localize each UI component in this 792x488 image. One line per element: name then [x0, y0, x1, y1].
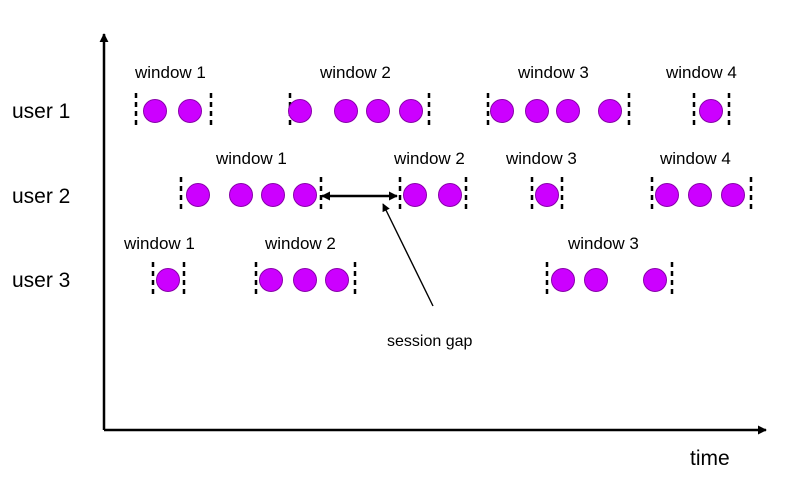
event-dot — [325, 268, 349, 292]
session-gap-label: session gap — [387, 333, 472, 350]
window-label-u3-w2: window 2 — [264, 234, 336, 253]
window-label-u2-w1: window 1 — [215, 149, 287, 168]
window-label-u3-w1: window 1 — [123, 234, 195, 253]
row-label-user-2: user 2 — [12, 185, 70, 208]
event-dot — [143, 99, 167, 123]
session-window-u1-w4 — [692, 93, 731, 129]
window-label-u2-w2: window 2 — [393, 149, 465, 168]
window-label-u1-w3: window 3 — [517, 63, 589, 82]
event-dot — [156, 268, 180, 292]
session-windows — [134, 93, 753, 298]
window-label-u2-w3: window 3 — [505, 149, 577, 168]
event-dot — [366, 99, 390, 123]
event-dot — [186, 183, 210, 207]
event-dot — [655, 183, 679, 207]
row-label-user-3: user 3 — [12, 269, 70, 292]
window-label-u3-w3: window 3 — [567, 234, 639, 253]
event-dot — [293, 268, 317, 292]
session-window-u2-w4 — [650, 177, 753, 213]
session-window-u1-w3 — [486, 93, 631, 129]
event-dot — [551, 268, 575, 292]
event-dot — [259, 268, 283, 292]
event-dot — [229, 183, 253, 207]
session-gap-pointer — [382, 203, 434, 307]
event-dot — [293, 183, 317, 207]
session-window-u2-w2 — [398, 177, 468, 213]
event-dot — [261, 183, 285, 207]
event-dot — [403, 183, 427, 207]
session-window-u3-w1 — [151, 262, 186, 298]
event-dot — [643, 268, 667, 292]
event-dot — [525, 99, 549, 123]
row-label-user-1: user 1 — [12, 100, 70, 123]
event-dot — [334, 99, 358, 123]
event-dot — [399, 99, 423, 123]
event-dot — [699, 99, 723, 123]
session-window-u2-w1 — [179, 177, 323, 213]
window-label-u1-w4: window 4 — [665, 63, 737, 82]
x-axis-label: time — [690, 447, 730, 470]
event-dot — [438, 183, 462, 207]
event-dot — [535, 183, 559, 207]
session-window-u1-w1 — [134, 93, 213, 129]
session-window-u3-w2 — [254, 262, 357, 298]
event-dot — [584, 268, 608, 292]
session-window-u1-w2 — [288, 93, 431, 129]
session-window-u2-w3 — [530, 177, 564, 213]
event-dot — [598, 99, 622, 123]
window-label-u1-w2: window 2 — [319, 63, 391, 82]
window-label-u2-w4: window 4 — [659, 149, 731, 168]
event-dot — [178, 99, 202, 123]
event-dot — [688, 183, 712, 207]
event-dot — [490, 99, 514, 123]
event-dot — [556, 99, 580, 123]
window-label-u1-w1: window 1 — [134, 63, 206, 82]
event-dot — [721, 183, 745, 207]
session-window-u3-w3 — [545, 262, 674, 298]
event-dot — [288, 99, 312, 123]
